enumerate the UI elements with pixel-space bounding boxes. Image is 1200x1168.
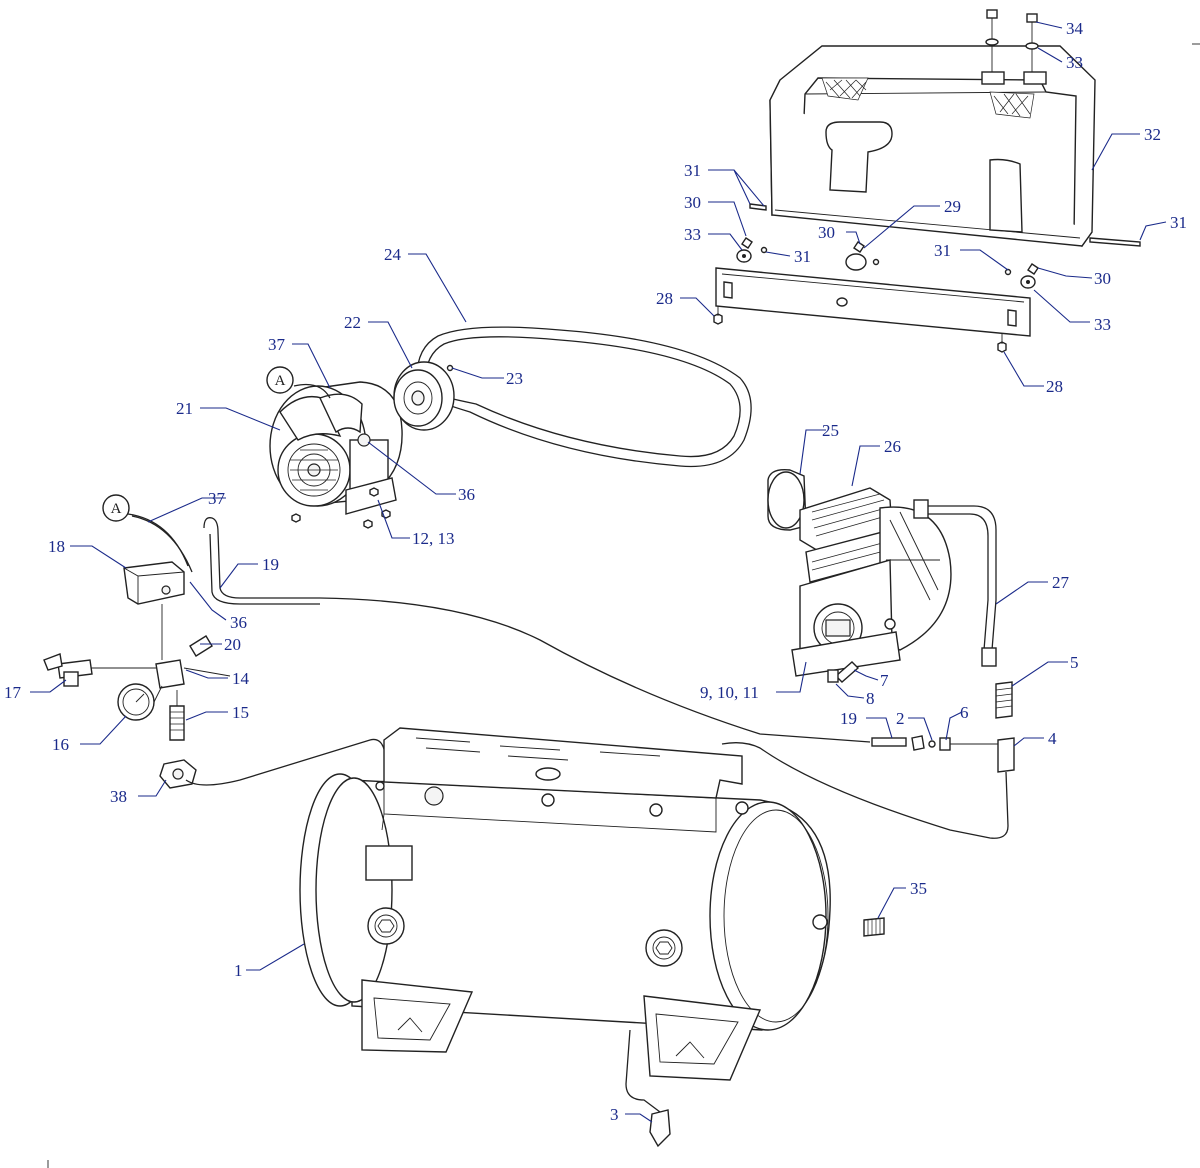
label-35: 35 (910, 879, 927, 898)
label-37: 37 (208, 489, 226, 508)
label-31: 31 (1170, 213, 1187, 232)
safety-valve (43, 653, 93, 687)
pressure-gauge (117, 683, 163, 721)
label-29: 29 (944, 197, 961, 216)
label-36: 36 (230, 613, 247, 632)
label-28: 28 (656, 289, 673, 308)
label-15: 15 (232, 703, 249, 722)
label-7: 7 (880, 671, 889, 690)
pressure-switch (123, 561, 185, 660)
label-9-10-11: 9, 10, 11 (700, 683, 759, 702)
label-31: 31 (934, 241, 951, 260)
label-26: 26 (884, 437, 901, 456)
label-30: 30 (684, 193, 701, 212)
callout-a-switch: A (102, 494, 193, 573)
label-33: 33 (1066, 53, 1083, 72)
label-2: 2 (896, 709, 905, 728)
svg-text:A: A (275, 373, 286, 389)
belt-guard (769, 45, 1096, 248)
label-32: 32 (1144, 125, 1161, 144)
plug-35 (863, 917, 885, 937)
v-belt (416, 326, 752, 468)
label-33: 33 (684, 225, 701, 244)
guard-bracket (713, 267, 1031, 353)
label-19: 19 (262, 555, 279, 574)
air-tank (299, 773, 831, 1031)
nipple-15 (169, 690, 185, 741)
label-4: 4 (1048, 729, 1057, 748)
label-30: 30 (1094, 269, 1111, 288)
label-1: 1 (234, 961, 243, 980)
label-30: 30 (818, 223, 835, 242)
guard-vent-right (989, 91, 1035, 119)
svg-text:A: A (111, 501, 122, 517)
label-34: 34 (1066, 19, 1084, 38)
bracket-hardware (736, 203, 1141, 289)
part-labels: 34 33 32 31 30 33 31 29 30 31 30 33 31 2… (4, 19, 1187, 1124)
label-19: 19 (840, 709, 857, 728)
cross-fitting (86, 635, 231, 689)
label-27: 27 (1052, 573, 1070, 592)
leader-lines (30, 21, 1167, 1123)
label-31: 31 (794, 247, 811, 266)
label-28: 28 (1046, 377, 1063, 396)
electric-motor (269, 381, 403, 529)
label-12-13: 12, 13 (412, 529, 455, 548)
label-20: 20 (224, 635, 241, 654)
label-22: 22 (344, 313, 361, 332)
guard-top-hardware (985, 9, 1039, 72)
guard-vent-left (821, 77, 869, 101)
unloader-tube (203, 517, 998, 751)
callout-a-motor: A (266, 366, 331, 399)
drain-valve (625, 1029, 671, 1148)
tank-platform (375, 727, 749, 833)
label-6: 6 (960, 703, 969, 722)
discharge-hose (913, 499, 1015, 773)
tank-leg-right (643, 995, 762, 1081)
label-18: 18 (48, 537, 65, 556)
label-38: 38 (110, 787, 127, 806)
motor-pulley (393, 361, 455, 431)
tank-fitting-38 (159, 759, 197, 789)
air-pump (767, 469, 952, 683)
label-21: 21 (176, 399, 193, 418)
label-16: 16 (52, 735, 69, 754)
label-14: 14 (232, 669, 250, 688)
label-23: 23 (506, 369, 523, 388)
label-36: 36 (458, 485, 475, 504)
label-31: 31 (684, 161, 701, 180)
label-37: 37 (268, 335, 286, 354)
label-24: 24 (384, 245, 402, 264)
label-5: 5 (1070, 653, 1079, 672)
label-33: 33 (1094, 315, 1111, 334)
label-8: 8 (866, 689, 875, 708)
tank-leg-left (361, 979, 474, 1053)
label-17: 17 (4, 683, 22, 702)
label-25: 25 (822, 421, 839, 440)
label-3: 3 (610, 1105, 619, 1124)
